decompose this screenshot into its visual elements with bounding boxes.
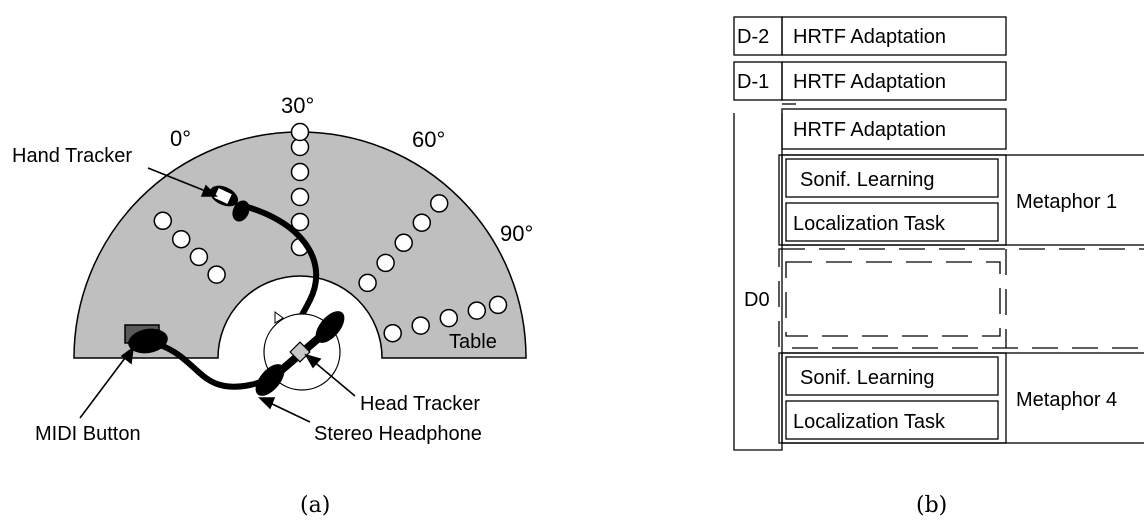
midi-button-label: MIDI Button — [35, 423, 141, 445]
headphone-ear-left — [255, 364, 285, 396]
localization-label-4: Localization Task — [793, 411, 946, 433]
target-hole — [290, 212, 310, 232]
midi-button-arrowhead — [120, 346, 135, 365]
hrtf-box-d-2 — [781, 16, 1007, 56]
day-label-d-2: D-2 — [737, 26, 769, 48]
metaphor-1-label: Metaphor 1 — [1016, 191, 1117, 213]
hrtf-box-d-1 — [781, 61, 1007, 101]
target-hole — [290, 122, 310, 142]
target-hole — [429, 194, 449, 213]
stereo-headphone-label: Stereo Headphone — [314, 423, 482, 445]
target-hole — [153, 211, 173, 231]
panel-b-protocol-diagram — [733, 16, 1144, 451]
head-tracker-arrow — [311, 359, 356, 397]
target-hole — [383, 323, 402, 343]
hrtf-label-d-2: HRTF Adaptation — [793, 26, 946, 48]
sonif-box-4 — [785, 356, 999, 396]
angle-label-60: 60° — [412, 127, 445, 152]
panel-a-setup-diagram: 0° 30° 60° 90° — [12, 93, 533, 518]
day-d0-frame — [733, 113, 783, 451]
caption-a: (a) — [300, 493, 330, 518]
listener-nose — [274, 311, 284, 324]
dashed-metaphor-block — [778, 248, 1144, 349]
target-hole — [290, 162, 310, 182]
panel-b-text: D-2 D-1 D0 HRTF Adaptation HRTF Adaptati… — [737, 26, 1117, 518]
hand-tracker-grip — [232, 200, 250, 222]
callout-arrows — [79, 167, 356, 423]
target-hole — [171, 229, 191, 249]
target-hole — [439, 308, 459, 328]
midi-button-grip — [128, 328, 168, 354]
target-hole — [189, 247, 209, 267]
hrtf-box-d0 — [781, 108, 1007, 150]
caption-b: (b) — [916, 493, 947, 518]
head-tracker-sensor — [289, 341, 311, 363]
hand-tracker-sensor — [212, 186, 234, 206]
target-hole — [290, 187, 310, 207]
table-label: Table — [449, 331, 497, 353]
target-holes — [153, 122, 508, 343]
localization-label-1: Localization Task — [793, 213, 946, 235]
headphone-ear-right — [315, 311, 345, 343]
sonif-label-4: Sonif. Learning — [800, 367, 935, 389]
angle-label-30: 30° — [281, 93, 314, 118]
day-label-d0: D0 — [744, 289, 770, 311]
target-hole — [376, 253, 395, 273]
hand-tracker-arrowhead — [200, 184, 218, 197]
head-tracker-label: Head Tracker — [360, 393, 480, 415]
target-hole — [358, 273, 377, 293]
hrtf-label-d-1: HRTF Adaptation — [793, 71, 946, 93]
metaphor-4-inner — [781, 352, 1007, 444]
target-hole — [207, 265, 226, 284]
angle-label-90: 90° — [500, 221, 533, 246]
metaphor-4-label: Metaphor 4 — [1016, 389, 1117, 411]
target-hole — [467, 301, 487, 320]
midi-button-arrow — [79, 353, 129, 419]
sonif-box-1 — [785, 158, 999, 198]
target-hole — [411, 316, 430, 335]
localization-box-1 — [785, 202, 999, 242]
angle-label-0: 0° — [170, 126, 191, 151]
target-hole — [394, 233, 413, 253]
stereo-headphone-arrowhead — [258, 397, 276, 410]
hrtf-label-d0: HRTF Adaptation — [793, 119, 946, 141]
metaphor-1-inner — [781, 154, 1007, 246]
target-hole — [412, 213, 432, 232]
hand-tracker-label: Hand Tracker — [12, 145, 132, 167]
dashed-inner — [785, 261, 1001, 337]
target-hole — [488, 295, 508, 315]
stereo-headphone-arrow — [267, 401, 311, 423]
hand-tracker-arrow — [147, 167, 209, 193]
day-label-d-1: D-1 — [737, 71, 769, 93]
head-tracker-arrowhead — [304, 353, 322, 369]
sonif-label-1: Sonif. Learning — [800, 169, 935, 191]
dashed-outer — [778, 248, 1144, 349]
localization-box-4 — [785, 400, 999, 440]
